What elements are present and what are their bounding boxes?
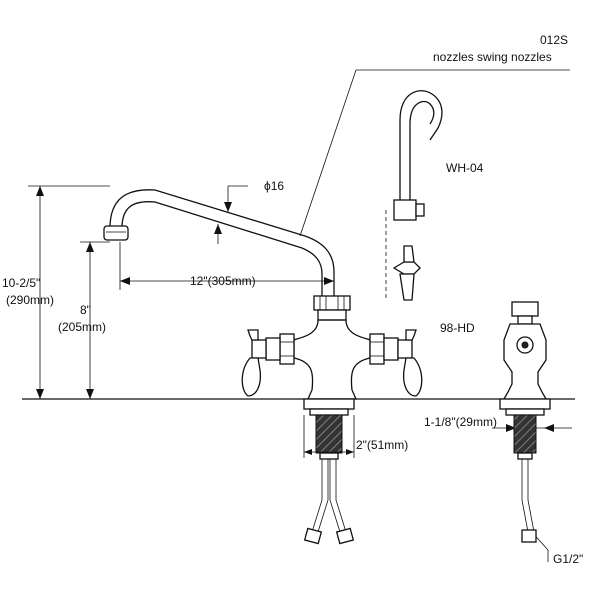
spout-height-in-label: 8" [80,303,91,317]
side-hose [521,459,529,533]
nozzle-coupling [393,199,417,221]
nozzle-curve-outer [399,90,443,200]
shank-diameter-label: 1-1/8"(29mm) [424,415,497,429]
handle-code-label: 98-HD [440,321,475,335]
overall-height-mm-label: (290mm) [6,293,54,307]
wing-nut [392,261,421,275]
nozzle-code-label: WH-04 [446,161,484,175]
model-code-label: 012S [540,33,568,47]
hose-right-fitting [335,527,355,545]
overall-height-in-label: 10-2/5" [2,276,40,290]
right-valve-stem [397,339,413,359]
nozzle-screw [415,203,425,217]
left-handle-lever[interactable] [241,357,262,397]
spout-height-mm-label: (205mm) [58,320,106,334]
spout-nut [313,295,351,311]
hose-left-fitting [303,527,323,545]
side-shank-nut [499,398,551,410]
shank-washer [309,408,349,416]
model-desc-label: nozzles swing nozzles [433,50,552,64]
right-handle-lever[interactable] [402,357,423,397]
faucet-body [293,319,371,400]
side-body [502,323,548,400]
left-valve-bonnet [279,333,295,365]
shank-thread [315,414,343,454]
left-valve-cap [265,337,281,361]
side-top-cap [511,301,539,317]
spout-inner [121,201,323,296]
left-handle-top [247,329,259,341]
side-hose-fitting [521,529,537,543]
faucet-side-view [499,301,551,543]
right-valve-bonnet [369,333,385,365]
hose-right [329,459,341,533]
left-valve-stem [251,339,267,359]
aerator [103,225,129,241]
faucet-front-view [22,189,575,545]
right-handle-top [405,329,417,341]
shank-tail [319,452,339,460]
hose-left [311,459,323,533]
spout-collar [317,309,347,321]
diameter-label: ϕ16 [264,179,284,193]
labels: 012S nozzles swing nozzles WH-04 98-HD ϕ… [2,33,583,566]
thread-label: G1/2" [553,552,583,566]
side-shank-thread [513,414,537,454]
reach-label: 12"(305mm) [190,274,256,288]
right-valve-cap [383,337,399,361]
shank-nut [303,398,355,410]
shank-width-label: 2"(51mm) [356,438,408,452]
dimensions [28,69,572,562]
nozzle-wh04 [385,90,443,301]
spout-outer [109,189,335,296]
